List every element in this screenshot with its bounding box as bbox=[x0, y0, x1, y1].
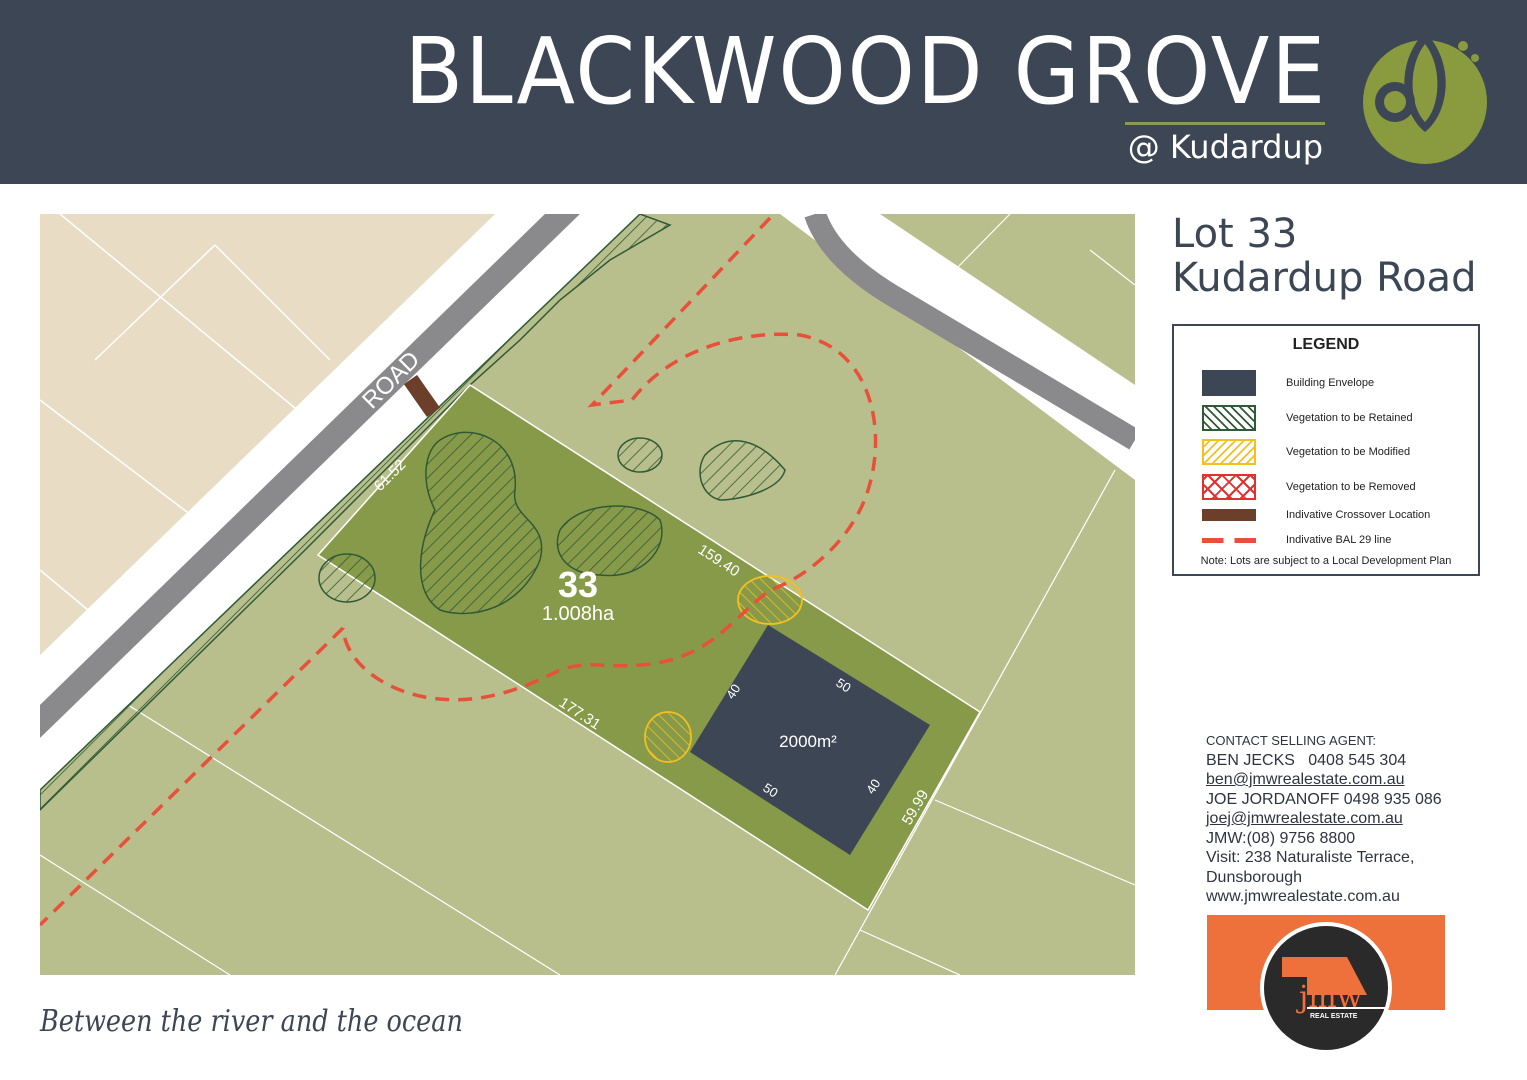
lot-title: Lot 33 Kudardup Road bbox=[1172, 212, 1476, 300]
vegetation-modified bbox=[644, 575, 803, 763]
envelope-dimension: 40 bbox=[863, 776, 883, 796]
jmw-logo-text: jmw bbox=[1296, 980, 1363, 1015]
legend-title: LEGEND bbox=[1292, 336, 1360, 353]
contact-heading: CONTACT SELLING AGENT: bbox=[1206, 733, 1377, 748]
swatch bbox=[1202, 537, 1256, 543]
legend: LEGEND Building Envelope Vegetation to b… bbox=[1172, 324, 1480, 576]
lot-number: 33 bbox=[558, 564, 598, 605]
swatch bbox=[1202, 509, 1256, 521]
legend-label: Vegetation to be Retained bbox=[1286, 412, 1413, 424]
legend-item-modified: Vegetation to be Modified bbox=[1202, 439, 1410, 465]
legend-label: Building Envelope bbox=[1286, 377, 1375, 389]
legend-item-retained: Vegetation to be Retained bbox=[1202, 405, 1413, 431]
office-address: Visit: 238 Naturaliste Terrace, bbox=[1206, 849, 1415, 866]
tagline: Between the river and the ocean bbox=[40, 1004, 463, 1039]
legend-item-crossover: Indivative Crossover Location bbox=[1202, 509, 1430, 521]
legend-label: Vegetation to be Removed bbox=[1286, 481, 1416, 493]
legend-item-removed: Vegetation to be Removed bbox=[1202, 474, 1416, 500]
envelope-area: 2000m² bbox=[779, 732, 837, 751]
legend-label: Indivative Crossover Location bbox=[1286, 509, 1431, 521]
legend-item-bal: Indivative BAL 29 line bbox=[1202, 534, 1391, 546]
legend-note: Note: Lots are subject to a Local Develo… bbox=[1200, 555, 1452, 567]
estate-title: BLACKWOOD GROVE bbox=[404, 18, 1327, 125]
envelope-dimension: 50 bbox=[760, 780, 780, 800]
agent-1: BEN JECKS 0408 545 304 bbox=[1206, 751, 1407, 769]
swatch bbox=[1202, 439, 1256, 465]
building-envelope bbox=[690, 625, 930, 855]
lot-number-title: Lot 33 bbox=[1172, 211, 1298, 257]
leaf-swirl-logo-icon bbox=[1363, 32, 1487, 164]
jmw-logo-subtext: REAL ESTATE bbox=[1310, 1013, 1358, 1020]
vegetation-retained bbox=[318, 431, 786, 615]
bal-29-line bbox=[341, 216, 878, 702]
office-town: Dunsborough bbox=[1206, 868, 1303, 886]
swatch bbox=[1202, 474, 1256, 500]
lot-street: Kudardup Road bbox=[1172, 255, 1477, 301]
website-link[interactable]: www.jmwrealestate.com.au bbox=[1206, 888, 1400, 905]
jmw-logo-icon: jmw REAL ESTATE bbox=[1260, 922, 1392, 1054]
title-divider bbox=[1125, 122, 1325, 125]
jmw-logo: jmw REAL ESTATE bbox=[1207, 915, 1445, 1054]
envelope-dimension: 40 bbox=[723, 681, 743, 701]
side-road bbox=[804, 214, 1135, 450]
roadside-vegetation-retained bbox=[40, 214, 672, 812]
swatch bbox=[1202, 405, 1256, 431]
lot-lines bbox=[40, 214, 1135, 975]
legend-item-building-envelope: Building Envelope bbox=[1202, 370, 1374, 396]
swatch bbox=[1202, 370, 1256, 396]
lot-area: 1.008ha bbox=[542, 603, 615, 625]
legend-label: Vegetation to be Modified bbox=[1286, 446, 1411, 458]
bal-29-line bbox=[40, 626, 345, 927]
contact-block: CONTACT SELLING AGENT: BEN JECKS 0408 54… bbox=[1206, 731, 1442, 907]
office-phone: JMW:(08) 9756 8800 bbox=[1206, 829, 1356, 847]
envelope-dimension: 50 bbox=[833, 675, 853, 695]
agent-2: JOE JORDANOFF 0498 935 086 bbox=[1206, 790, 1442, 808]
header-banner bbox=[0, 0, 1527, 184]
estate-subtitle: @ Kudardup bbox=[1127, 128, 1323, 166]
agent-2-email-link[interactable]: joej@jmwrealestate.com.au bbox=[1206, 810, 1403, 827]
agent-1-email-link[interactable]: ben@jmwrealestate.com.au bbox=[1206, 771, 1405, 788]
crossover-location bbox=[403, 375, 441, 417]
legend-label: Indivative BAL 29 line bbox=[1286, 534, 1392, 546]
